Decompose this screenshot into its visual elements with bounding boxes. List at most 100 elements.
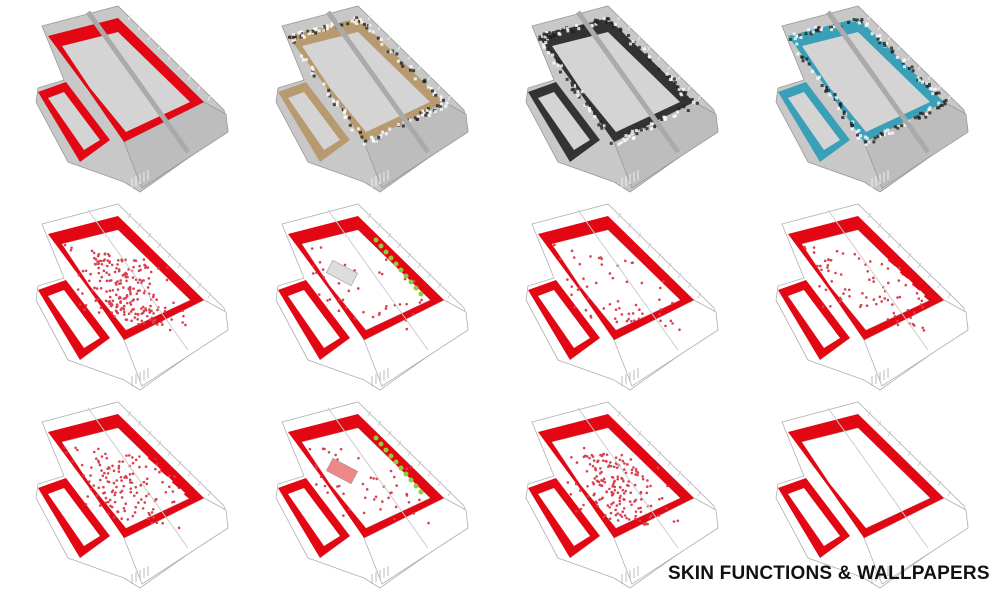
person-figure [592, 459, 596, 462]
wallpaper-pattern [544, 41, 548, 45]
facade-window [677, 470, 682, 477]
wallpaper-pattern [859, 20, 863, 24]
wallpaper-pattern [841, 116, 845, 120]
person-figure [165, 278, 169, 282]
person-figure [92, 251, 96, 255]
wallpaper-pattern [399, 61, 403, 65]
partition-wall [899, 269, 911, 279]
facade-window [887, 232, 892, 239]
wallpaper-pattern [376, 36, 380, 40]
wallpaper-pattern [642, 47, 646, 51]
person-figure [615, 504, 619, 507]
person-figure [141, 507, 145, 510]
wallpaper-pattern [421, 109, 425, 113]
person-figure [616, 519, 620, 522]
facade-window [867, 410, 872, 417]
person-figure [630, 319, 633, 323]
person-figure [94, 262, 98, 266]
person-figure [886, 267, 890, 270]
person-figure [632, 466, 635, 469]
person-figure [122, 307, 126, 311]
wallpaper-pattern [665, 72, 669, 76]
person-figure [150, 511, 154, 514]
person-figure [570, 249, 574, 253]
facade-window [627, 420, 632, 427]
person-figure [633, 483, 637, 487]
person-figure [105, 264, 109, 268]
person-figure [115, 479, 119, 482]
person-figure [645, 491, 649, 495]
wallpaper-pattern [314, 31, 318, 35]
wallpaper-pattern [686, 109, 690, 113]
person-figure [114, 491, 117, 494]
roof-beam [327, 407, 429, 549]
person-figure [105, 271, 108, 274]
wallpaper-pattern [546, 47, 550, 51]
person-figure [618, 499, 622, 503]
wallpaper-pattern [610, 21, 614, 25]
person-figure [886, 318, 890, 321]
person-figure [172, 500, 176, 504]
wallpaper-pattern [886, 128, 890, 132]
wallpaper-pattern [542, 43, 546, 47]
wallpaper-pattern [374, 139, 378, 143]
person-figure [311, 264, 315, 268]
person-figure [420, 298, 423, 302]
panel-plan-seating-and-trees [268, 398, 488, 593]
wallpaper-pattern [293, 37, 297, 41]
facade-window [627, 222, 632, 229]
wallpaper-pattern [600, 126, 604, 130]
person-figure [98, 279, 102, 283]
facade-window [427, 272, 432, 279]
facade-window [897, 242, 902, 249]
person-figure [107, 273, 111, 276]
wallpaper-pattern [346, 22, 350, 26]
person-figure [142, 480, 146, 484]
person-figure [142, 291, 146, 295]
person-figure [676, 519, 680, 523]
person-figure [338, 484, 341, 488]
facade-window [447, 94, 452, 101]
person-figure [148, 318, 152, 321]
facade-window [197, 84, 202, 91]
person-figure [829, 304, 832, 308]
wallpaper-pattern [545, 31, 549, 35]
wallpaper-pattern [408, 68, 412, 72]
facade-window [437, 480, 442, 487]
person-figure [671, 322, 674, 325]
tree-icon [383, 447, 389, 453]
panel-model-pattern-teal [768, 2, 988, 197]
person-figure [892, 311, 896, 315]
person-figure [129, 487, 133, 490]
wallpaper-pattern [552, 31, 556, 35]
facade-window [667, 460, 672, 467]
hall-floor [551, 427, 681, 529]
wallpaper-pattern [379, 134, 383, 138]
person-figure [153, 318, 157, 322]
person-figure [640, 281, 644, 285]
wallpaper-pattern [435, 104, 439, 108]
wallpaper-pattern [312, 74, 316, 78]
wallpaper-pattern [391, 49, 395, 53]
person-figure [161, 480, 164, 484]
person-figure [105, 290, 108, 293]
wallpaper-pattern [602, 17, 606, 21]
wallpaper-pattern [593, 19, 597, 23]
wallpaper-pattern [805, 57, 809, 61]
wallpaper-pattern [348, 116, 352, 120]
person-figure [110, 263, 114, 267]
person-figure [595, 479, 599, 483]
person-figure [664, 324, 667, 328]
person-figure [88, 480, 91, 483]
wallpaper-pattern [819, 28, 823, 32]
wallpaper-pattern [839, 105, 843, 109]
person-figure [63, 446, 66, 449]
person-figure [891, 303, 894, 306]
wallpaper-pattern [673, 80, 677, 84]
person-figure [64, 451, 68, 454]
wallpaper-pattern [851, 123, 855, 127]
roof-beam [577, 209, 679, 351]
wallpaper-pattern [356, 127, 360, 131]
person-figure [113, 493, 117, 497]
person-figure [156, 308, 159, 312]
